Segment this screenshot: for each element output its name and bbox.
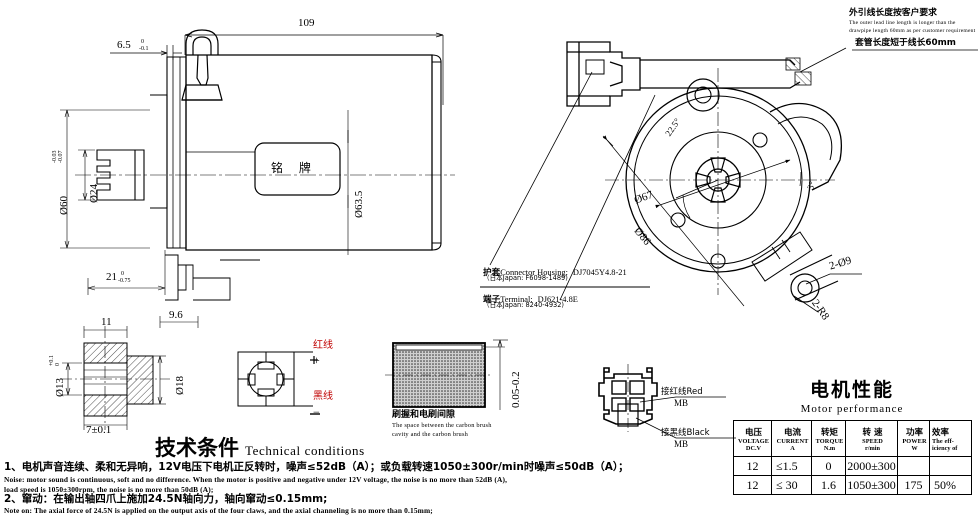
cell-torque: 1.6 — [811, 475, 846, 495]
nameplate-rect — [254, 142, 341, 196]
dim-angle-3 — [799, 171, 802, 187]
terminal-label-cn: 端子 — [483, 295, 501, 305]
dim-text-step-tol-dn: -0.75 — [118, 278, 131, 284]
tech-conditions-title-en: Technical conditions — [245, 443, 365, 458]
dim-flange-dia — [60, 109, 150, 249]
cell-efficiency: 50% — [929, 475, 972, 495]
col-power: 功率 POWER W — [897, 420, 930, 457]
dim-overall-length — [184, 32, 444, 105]
wiring-red-sign: + — [313, 353, 320, 367]
condition-1-en-1: Noise: motor sound is continuous, soft a… — [4, 475, 508, 484]
cell-speed: 1050±300 — [845, 475, 898, 495]
cell-efficiency — [929, 456, 972, 476]
housing-label-cn: 护套 — [483, 268, 501, 278]
pin-leader-lines — [635, 396, 736, 439]
motor-performance-block: 电机性能 Motor performance 电压 VOLTAGE DC.V 电… — [733, 375, 972, 495]
cell-torque: 0 — [811, 456, 846, 476]
pin-black-label: 接黑线Black — [661, 428, 710, 438]
brush-caption-en-2: cavity and the carbon brush — [392, 431, 469, 438]
brush-gap-detail — [385, 339, 508, 410]
lead-note-en-1: The outer lead line length is longer tha… — [849, 20, 956, 26]
cell-current: ≤ 30 — [771, 475, 812, 495]
wiring-schematic — [237, 351, 320, 415]
condition-1-en-2: load speed is 1050±300rpm, the noise is … — [4, 485, 214, 494]
pinion-detail — [60, 326, 170, 430]
col-voltage: 电压 VOLTAGE DC.V — [733, 420, 772, 457]
col-speed: 转 速 SPEED r/min — [845, 420, 898, 457]
lead-note-leader — [799, 47, 847, 73]
table-row: 12 ≤ 30 1.6 1050±300 175 50% — [733, 475, 972, 495]
terminal-part-number: DJ621-4.8E — [537, 295, 578, 304]
connector-housing-line: 护套Connector Housing: DJ7045Y4.8-21 — [483, 263, 627, 280]
condition-2-en-1: Note on: The axial force of 24.5N is app… — [4, 506, 433, 515]
dim-text-flange-dia-tol-dn: -0.07 — [58, 150, 64, 164]
lead-note-cn: 外引线长度按客户要求 — [849, 8, 937, 18]
connector-pin-detail — [598, 364, 658, 432]
dim-text-body-dia: Ø63.5 — [353, 190, 365, 218]
dim-text-flange-tol-dn: -0.1 — [139, 46, 149, 52]
table-header-row: 电压 VOLTAGE DC.V 电流 CURRENT A 转矩 TORQUE N… — [733, 420, 972, 457]
dim-text-outer-dia: Ø18 — [174, 376, 186, 395]
terminal-label-en: Terminal: — [500, 295, 533, 304]
condition-1-cn: 1、电机声音连续、柔和无异响，12V电压下电机正反转时，噪声≤52dB（A）；或… — [4, 461, 629, 473]
pin-black-sub: MB — [674, 439, 689, 449]
tech-conditions-title-cn: 技术条件 — [155, 436, 239, 460]
motor-body-outline — [185, 54, 433, 251]
cell-power — [897, 456, 930, 476]
table-row: 12 ≤1.5 0 2000±300 — [733, 456, 972, 476]
dim-outer-86 — [602, 135, 745, 307]
wiring-black-sign: − — [313, 405, 320, 419]
front-flange — [166, 56, 187, 249]
pin-red-label: 接红线Red — [661, 387, 703, 397]
condition-2-cn: 2、窜动：在输出轴四爪上施加24.5N轴向力，轴向窜动≤0.15mm; — [4, 493, 328, 505]
dim-text-plate-thickness: 9.6 — [169, 309, 183, 321]
cell-power: 175 — [897, 475, 930, 495]
brush-caption-cn: 刷握和电刷间隙 — [392, 410, 456, 420]
wiring-red-label: 红线 — [313, 340, 333, 351]
cell-current: ≤1.5 — [771, 456, 812, 476]
sleeve-note-cn: 套管长度短于线长60mm — [855, 38, 956, 48]
wiring-black-label: 黑线 — [313, 391, 333, 402]
dim-text-brush-gap: 0.05-0.2 — [510, 371, 522, 408]
col-torque: 转矩 TORQUE N.m — [811, 420, 846, 457]
dim-text-flange-dia: Ø60 — [58, 196, 70, 215]
dim-step-length — [87, 250, 166, 295]
lead-note-en-2: drawpipe length 60mm as per customer req… — [849, 28, 976, 34]
cell-speed: 2000±300 — [845, 456, 898, 476]
dim-text-bore-dia: Ø13 — [54, 378, 66, 397]
dim-text-pinion-width: 11 — [101, 316, 112, 328]
dim-angle-22-5 — [675, 179, 719, 219]
dim-pcd-67 — [655, 159, 791, 209]
leader-2-d9 — [805, 273, 862, 285]
leader-2-r8 — [793, 295, 819, 313]
dim-text-step-tol-up: 0 — [121, 271, 124, 277]
mounting-loop — [181, 29, 223, 101]
housing-leader-line — [489, 71, 656, 301]
cell-voltage: 12 — [733, 456, 772, 476]
dim-text-step-length: 21 — [106, 271, 117, 283]
dim-text-flange-thickness: 6.5 — [117, 39, 131, 51]
housing-part-number: DJ7045Y4.8-21 — [572, 268, 627, 277]
terminal-source: （日本Japan: 8240-4932) — [483, 301, 565, 309]
brush-caption-en-1: The space between the carbon brush — [392, 422, 492, 429]
performance-table: 电压 VOLTAGE DC.V 电流 CURRENT A 转矩 TORQUE N… — [733, 420, 972, 495]
connector-terminal-line: 端子Terminal: DJ621-4.8E — [483, 290, 578, 307]
col-current: 电流 CURRENT A — [771, 420, 812, 457]
perf-title-cn: 电机性能 — [809, 379, 894, 401]
dim-text-hub-length: 7±0.1 — [86, 424, 112, 436]
housing-label-en: Connector Housing: — [500, 268, 568, 277]
dim-text-flange-tol-up: 0 — [141, 39, 144, 45]
dim-plate-thickness — [159, 316, 199, 328]
dim-text-bore-tol-dn: 0 — [55, 363, 61, 366]
housing-source: （日本Japan: F6098-1489) — [483, 274, 568, 282]
col-efficiency: 效率 The eff- iciency of — [929, 420, 972, 457]
dim-text-shaft-dia: Ø24 — [88, 184, 100, 203]
perf-title-en: Motor performance — [800, 403, 904, 415]
pin-red-sub: MB — [674, 398, 689, 408]
dim-text-overall-length: 109 — [298, 17, 315, 29]
cell-voltage: 12 — [733, 475, 772, 495]
nameplate-label: 铭 牌 — [271, 161, 317, 175]
